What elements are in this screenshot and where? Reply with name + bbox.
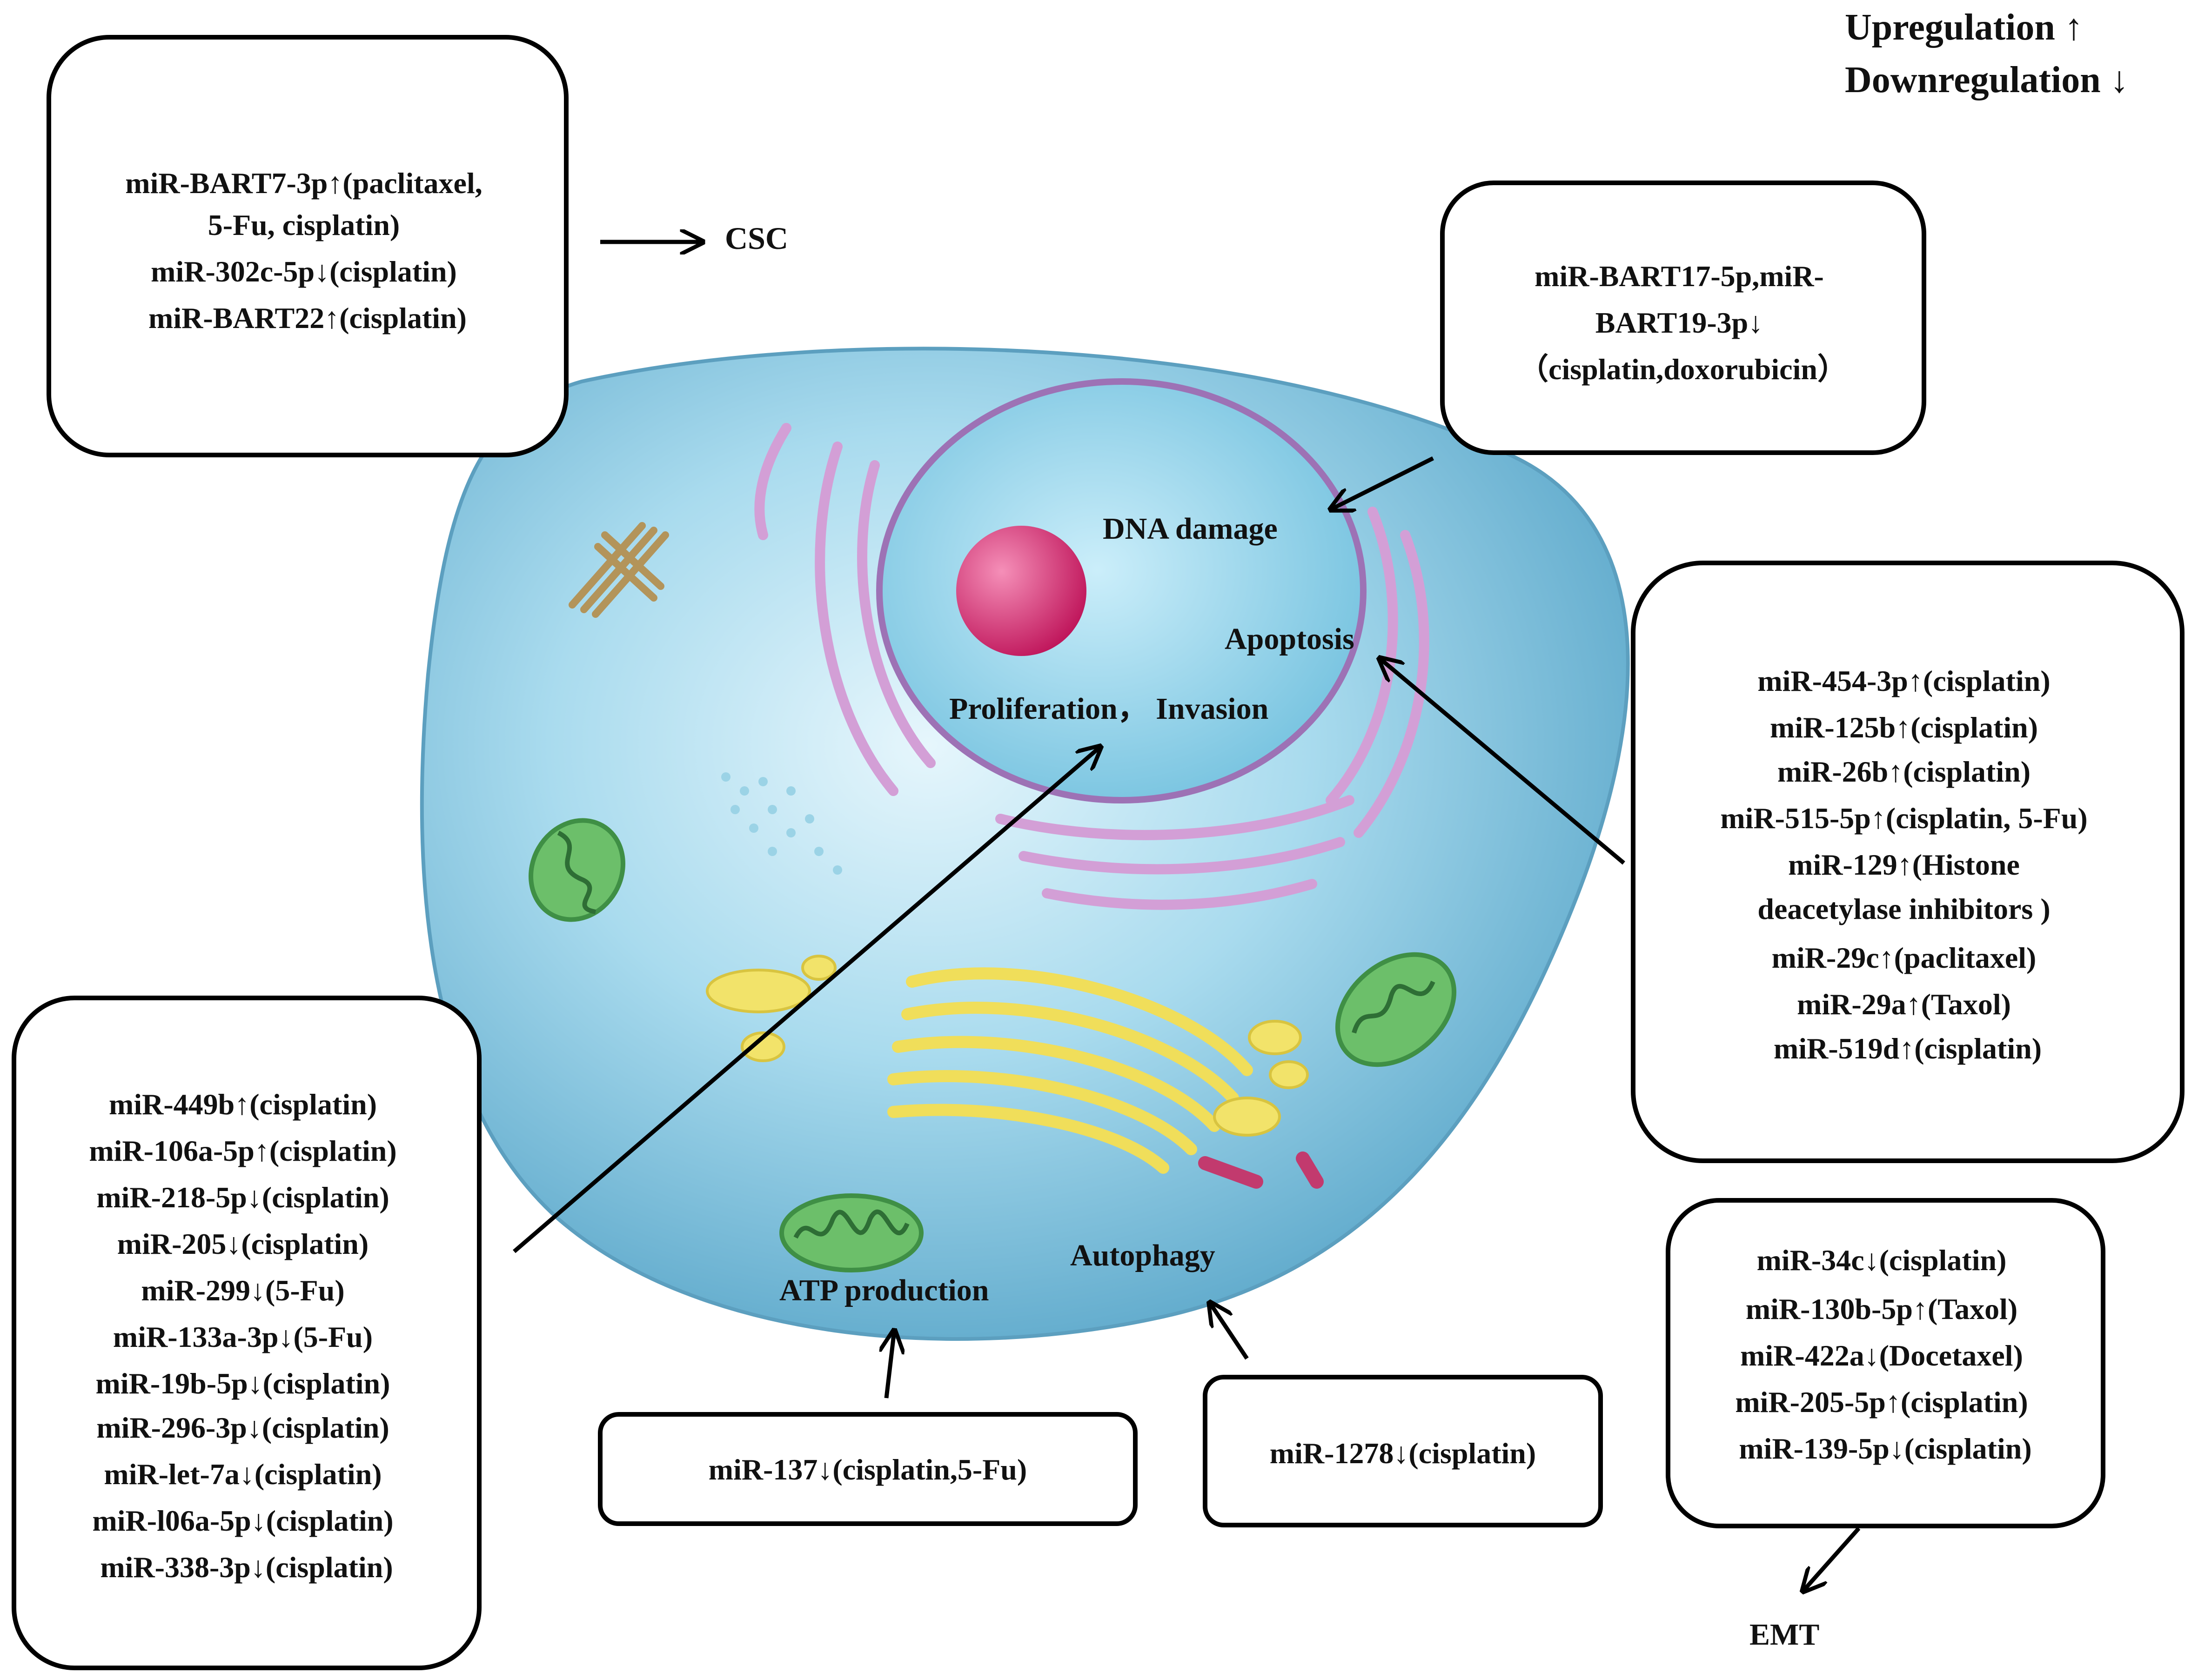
label-csc: CSC [725,221,788,256]
arrow-to-apoptosis [1380,658,1625,865]
label-emt: EMT [1749,1618,1819,1652]
nucleolus [956,526,1086,656]
atp-box: miR-137↓(cisplatin,5-Fu) [598,1412,1138,1526]
legend: Upregulation ↑ Downregulation ↓ [1845,7,2129,100]
legend-downregulation: Downregulation ↓ [1845,60,2129,100]
csc-line: miR-302c-5p↓(cisplatin) [151,255,457,288]
label-atp-production: ATP production [779,1273,989,1307]
emt-box-text: miR-34c↓(cisplatin) miR-130b-5p↑(Taxol) … [1735,1244,2035,1465]
golgi-apparatus [887,967,1253,1174]
csc-line: miR-BART22↑(cisplatin) [148,301,467,335]
dna-damage-box: miR-BART17-5p,miR- BART19-3p↓ （cisplatin… [1440,181,1926,455]
cell [420,347,1630,1341]
arrow-to-atp [886,1331,894,1399]
csc-box: miR-BART7-3p↑(paclitaxel, 5-Fu, cisplati… [47,35,569,457]
mitochondrion-right [1335,952,1457,1067]
label-proliferation-invasion: Proliferation， Invasion [949,692,1268,726]
atp-box-text: miR-137↓(cisplatin,5-Fu) [709,1453,1027,1486]
arrow-to-proliferation [513,747,1100,1253]
autophagy-box-text: miR-1278↓(cisplatin) [1270,1437,1536,1470]
csc-box-text: miR-BART7-3p↑(paclitaxel, 5-Fu, cisplati… [125,167,489,335]
arrow-to-emt [1803,1527,1861,1591]
proliferation-box-text: miR-449b↑(cisplatin) miR-106a-5p↑(cispla… [89,1088,404,1584]
centriole [569,522,669,618]
mitochondrion-left [529,818,625,922]
legend-upregulation: Upregulation ↑ [1845,7,2083,48]
nucleus [876,378,1367,803]
vesicles [706,955,1309,1137]
label-autophagy: Autophagy [1070,1238,1215,1272]
label-apoptosis: Apoptosis [1225,622,1354,656]
ribosomes [721,772,842,875]
lysosomes [1198,1151,1324,1189]
arrow-to-autophagy [1210,1303,1249,1360]
proliferation-box: miR-449b↑(cisplatin) miR-106a-5p↑(cispla… [12,996,482,1670]
emt-box: miR-34c↓(cisplatin) miR-130b-5p↑(Taxol) … [1666,1198,2105,1528]
mitochondrion-bottom [779,1193,924,1272]
label-dna-damage: DNA damage [1103,512,1278,546]
arrow-to-dna-damage [1331,456,1434,509]
apoptosis-box: miR-454-3p↑(cisplatin) miR-125b↑(cisplat… [1631,561,2185,1163]
csc-line: miR-BART7-3p↑(paclitaxel, [125,167,482,200]
autophagy-box: miR-1278↓(cisplatin) [1203,1375,1603,1527]
csc-line: 5-Fu, cisplatin) [208,208,400,241]
dna-box-text: miR-BART17-5p,miR- BART19-3p↓ （cisplatin… [1519,260,1847,386]
apoptosis-box-text: miR-454-3p↑(cisplatin) miR-125b↑(cisplat… [1720,664,2095,1065]
